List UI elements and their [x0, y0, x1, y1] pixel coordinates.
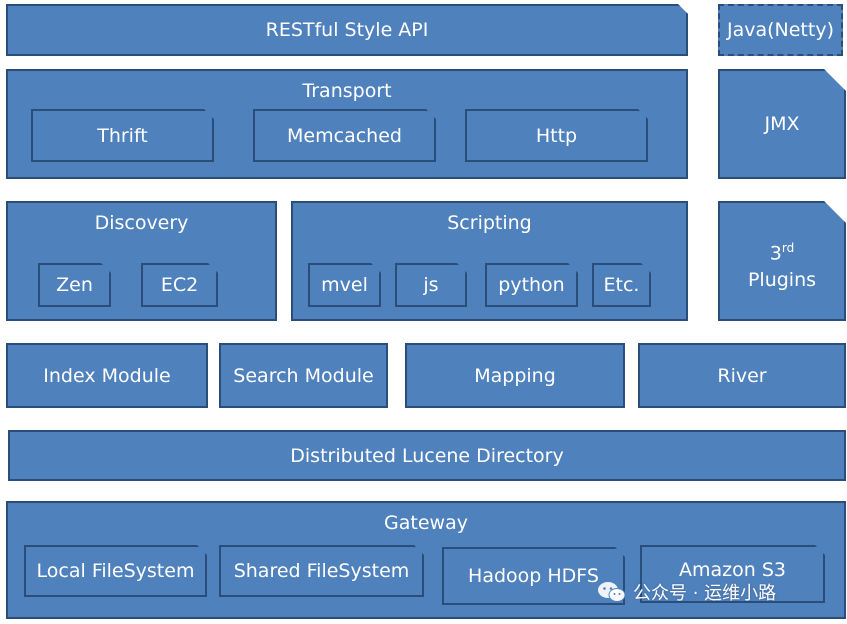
- jmx-box: JMX: [718, 69, 846, 179]
- gateway-hadoop-hdfs: Hadoop HDFS: [442, 547, 625, 605]
- restful-api-label: RESTful Style API: [265, 19, 429, 41]
- transport-title: Transport: [302, 80, 392, 102]
- restful-api-layer: RESTful Style API: [6, 4, 688, 56]
- scripting-js: js: [395, 263, 467, 307]
- jmx-label: JMX: [764, 113, 800, 135]
- scripting-etc: Etc.: [592, 263, 651, 307]
- gateway-title: Gateway: [384, 512, 468, 534]
- gateway-shared-fs: Shared FileSystem: [219, 545, 424, 597]
- third-party-plugins-box: 3rd Plugins: [718, 201, 846, 321]
- discovery-layer: Discovery Zen EC2: [6, 201, 277, 321]
- plugins-number: 3: [769, 242, 782, 265]
- river-box: River: [638, 343, 846, 408]
- plugins-label: Plugins: [747, 269, 817, 291]
- plugins-superscript: rd: [781, 241, 795, 255]
- scripting-title: Scripting: [447, 212, 532, 234]
- gateway-layer: Gateway Local FileSystem Shared FileSyst…: [6, 501, 846, 619]
- java-netty-box: Java(Netty): [718, 4, 843, 56]
- transport-thrift: Thrift: [31, 109, 214, 162]
- transport-memcached: Memcached: [253, 109, 436, 162]
- watermark: 公众号 · 运维小路: [597, 578, 822, 606]
- discovery-ec2: EC2: [141, 263, 218, 307]
- gateway-amazon-s3: Amazon S3: [640, 545, 825, 603]
- scripting-mvel: mvel: [308, 263, 381, 307]
- transport-layer: Transport Thrift Memcached Http: [6, 69, 688, 179]
- lucene-directory-layer: Distributed Lucene Directory: [8, 430, 846, 481]
- index-module-box: Index Module: [6, 343, 208, 408]
- watermark-text: 公众号 · 运维小路: [633, 583, 777, 604]
- discovery-title: Discovery: [94, 212, 189, 234]
- scripting-layer: Scripting mvel js python Etc.: [291, 201, 688, 321]
- wechat-icon: [598, 582, 626, 602]
- transport-http: Http: [465, 109, 648, 162]
- discovery-zen: Zen: [38, 263, 111, 307]
- mapping-box: Mapping: [405, 343, 625, 408]
- java-netty-label: Java(Netty): [726, 19, 834, 41]
- search-module-box: Search Module: [219, 343, 388, 408]
- scripting-python: python: [485, 263, 578, 307]
- gateway-local-fs: Local FileSystem: [24, 545, 207, 597]
